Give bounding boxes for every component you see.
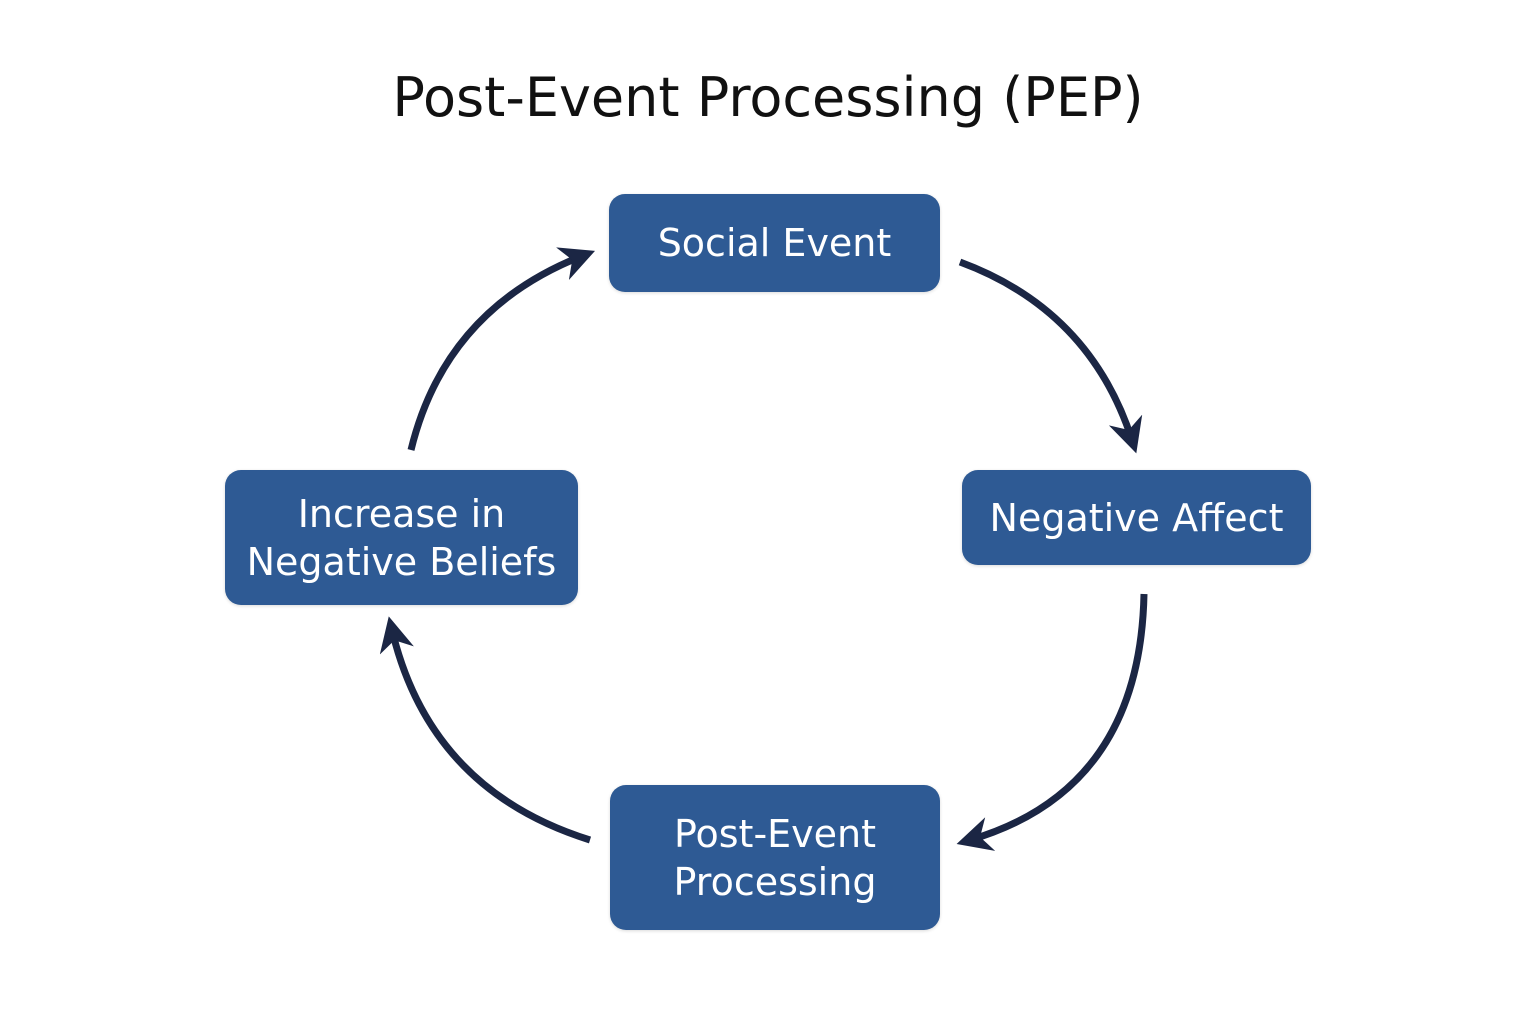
arrow-social-to-affect [958, 258, 1143, 454]
node-label: Increase in Negative Beliefs [246, 491, 557, 584]
diagram-title: Post-Event Processing (PEP) [392, 66, 1144, 129]
node-increase-negative-beliefs: Increase in Negative Beliefs [225, 470, 578, 605]
node-negative-affect: Negative Affect [962, 470, 1311, 565]
arrow-affect-to-pep [956, 593, 1148, 851]
arrow-pep-to-beliefs [379, 616, 592, 844]
node-social-event: Social Event [609, 194, 940, 292]
node-label: Social Event [657, 221, 892, 265]
node-label: Negative Affect [989, 495, 1284, 540]
arrow-beliefs-to-social [407, 247, 596, 451]
node-post-event-processing: Post-Event Processing [610, 785, 940, 930]
node-label: Post-Event Processing [673, 811, 877, 904]
